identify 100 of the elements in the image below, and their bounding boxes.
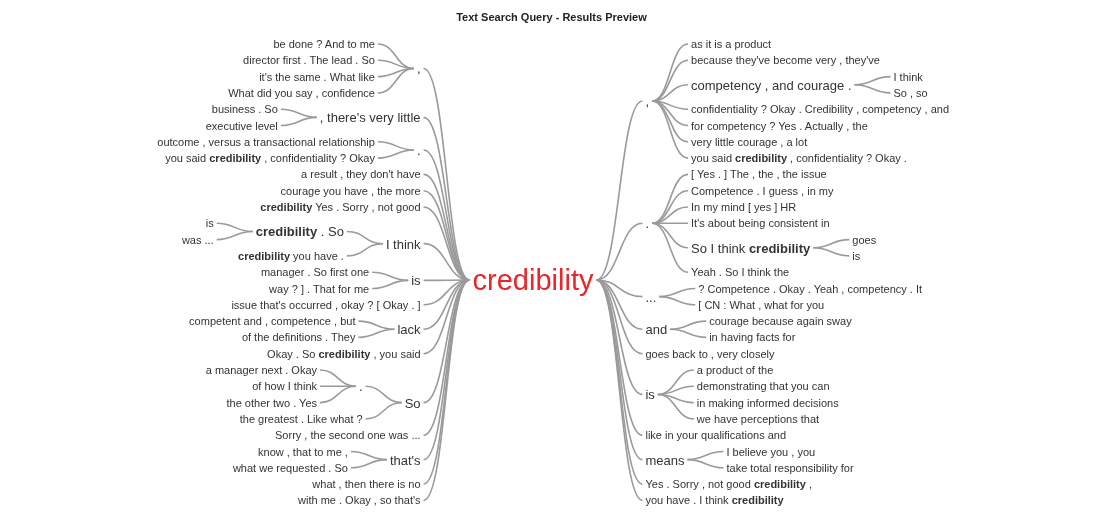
tree-phrase: issue that's occurred , okay ? [ Okay . ] bbox=[231, 298, 421, 312]
branch-line bbox=[350, 458, 388, 469]
tree-phrase: the greatest . Like what ? bbox=[239, 412, 363, 426]
tree-phrase: take total responsibility for bbox=[726, 461, 854, 475]
tree-phrase: confidentiality ? Okay . Credibility , competency , and bbox=[691, 102, 950, 116]
tree-phrase: in making informed decisions bbox=[696, 396, 839, 410]
tree-phrase: what , then there is no bbox=[312, 477, 421, 491]
tree-phrase: What did you say , confidence bbox=[228, 86, 375, 100]
branch-line bbox=[371, 271, 409, 282]
tree-phrase: I think bbox=[385, 236, 421, 252]
tree-phrase: I think bbox=[893, 70, 923, 84]
tree-phrase: credibility . So bbox=[255, 223, 344, 239]
tree-phrase: outcome , versus a transactional relationship bbox=[157, 135, 375, 149]
tree-phrase: because they've become very , they've bbox=[691, 53, 880, 67]
tree-phrase: , bbox=[645, 93, 650, 109]
tree-phrase: Yes . Sorry , not good credibility , bbox=[645, 477, 812, 491]
tree-phrase: competent and , competence , but bbox=[189, 314, 356, 328]
branch-line bbox=[280, 116, 318, 127]
tree-phrase: , there's very little bbox=[319, 109, 421, 125]
tree-phrase: with me . Okay , so that's bbox=[298, 493, 421, 507]
branch-line bbox=[422, 67, 471, 281]
branch-line bbox=[657, 385, 695, 396]
tree-phrase: goes bbox=[852, 233, 877, 247]
tree-phrase: a manager next . Okay bbox=[205, 363, 318, 377]
tree-phrase: is bbox=[411, 272, 421, 288]
tree-phrase: So bbox=[404, 395, 421, 411]
tree-phrase: of how I think bbox=[252, 379, 318, 393]
branch-line bbox=[651, 100, 689, 127]
tree-phrase: So , so bbox=[893, 86, 928, 100]
branch-line bbox=[651, 100, 689, 159]
branch-line bbox=[595, 100, 644, 281]
tree-phrase: Yeah . So I think the bbox=[691, 265, 790, 279]
tree-phrase: courage because again sway bbox=[709, 314, 852, 328]
branch-line bbox=[377, 43, 415, 70]
tree-phrase: for competency ? Yes . Actually , the bbox=[691, 119, 868, 132]
branch-line bbox=[669, 328, 707, 339]
tree-phrase: in having facts for bbox=[709, 330, 796, 344]
branch-line bbox=[357, 328, 396, 339]
tree-phrase: executive level bbox=[205, 119, 278, 132]
tree-phrase: be done ? And to me bbox=[273, 37, 375, 51]
tree-phrase: what we requested . So bbox=[232, 461, 348, 475]
branch-line bbox=[357, 320, 396, 331]
tree-phrase: [ CN : What , what for you bbox=[698, 298, 825, 312]
branch-line bbox=[319, 385, 357, 404]
tree-phrase: you said credibility , confidentiality ? Okay . bbox=[691, 151, 907, 165]
tree-phrase: a result , they don't have bbox=[301, 167, 421, 181]
tree-phrase: So I think credibility bbox=[691, 240, 811, 256]
branch-line bbox=[377, 67, 415, 94]
tree-phrase: was ... bbox=[181, 233, 214, 247]
tree-phrase: credibility Yes . Sorry , not good bbox=[260, 200, 421, 214]
tree-phrase: courage you have , the more bbox=[280, 184, 421, 198]
tree-phrase: as it is a product bbox=[691, 37, 772, 51]
tree-phrase: of the definitions . They bbox=[241, 330, 356, 344]
tree-phrase: very little courage , a lot bbox=[691, 135, 808, 149]
tree-phrase: lack bbox=[397, 321, 421, 337]
tree-phrase: manager . So first one bbox=[260, 265, 370, 279]
tree-phrase: . bbox=[645, 215, 650, 231]
tree-phrase: a product of the bbox=[696, 363, 774, 377]
branch-line bbox=[657, 393, 695, 420]
tree-phrase: it's the same . What like bbox=[259, 70, 375, 84]
tree-phrase: way ? ] . That for me bbox=[269, 282, 370, 295]
branch-line bbox=[657, 369, 695, 396]
tree-phrase: In my mind [ yes ] HR bbox=[691, 200, 797, 214]
tree-phrase: , bbox=[416, 60, 421, 76]
tree-phrase: the other two . Yes bbox=[226, 396, 318, 410]
branch-line bbox=[371, 279, 409, 290]
tree-phrase: [ Yes . ] The , the , the issue bbox=[691, 167, 827, 181]
branch-line bbox=[319, 369, 357, 388]
tree-phrase: is bbox=[205, 216, 214, 230]
tree-phrase: competency , and courage . bbox=[691, 77, 852, 93]
tree-phrase: means bbox=[645, 452, 685, 468]
tree-phrase: It's about being consistent in bbox=[691, 216, 830, 230]
tree-phrase: Sorry , the second one was ... bbox=[275, 428, 421, 442]
branch-line bbox=[346, 242, 384, 257]
tree-phrase: business . So bbox=[211, 102, 278, 116]
tree-phrase: demonstrating that you can bbox=[696, 379, 830, 393]
tree-phrase: . bbox=[359, 378, 363, 394]
tree-phrase: we have perceptions that bbox=[696, 412, 820, 426]
tree-phrase: like in your qualifications and bbox=[645, 428, 787, 442]
branch-line bbox=[812, 246, 851, 257]
branch-line bbox=[364, 401, 403, 420]
branch-line bbox=[669, 320, 707, 331]
branch-line bbox=[651, 206, 689, 225]
tree-phrase: that's bbox=[389, 452, 421, 468]
tree-phrase: ... bbox=[645, 289, 657, 305]
branch-line bbox=[651, 222, 689, 273]
tree-phrase: Okay . So credibility , you said bbox=[267, 347, 421, 361]
branch-line bbox=[280, 108, 318, 119]
tree-phrase: I believe you , you bbox=[726, 445, 816, 458]
tree-phrase: goes back to , very closely bbox=[645, 347, 775, 361]
tree-phrase: credibility you have . bbox=[238, 249, 344, 263]
branch-line bbox=[853, 83, 892, 94]
branch-line bbox=[686, 458, 725, 469]
tree-phrase: you said credibility , confidentiality ? Okay bbox=[165, 151, 375, 165]
tree-phrase: is bbox=[852, 249, 861, 263]
chart-title: Text Search Query - Results Preview bbox=[455, 11, 648, 23]
tree-phrase: . bbox=[416, 142, 421, 158]
tree-phrase: know , that to me , bbox=[258, 445, 348, 458]
branch-line bbox=[215, 230, 254, 241]
branch-line bbox=[658, 295, 697, 306]
